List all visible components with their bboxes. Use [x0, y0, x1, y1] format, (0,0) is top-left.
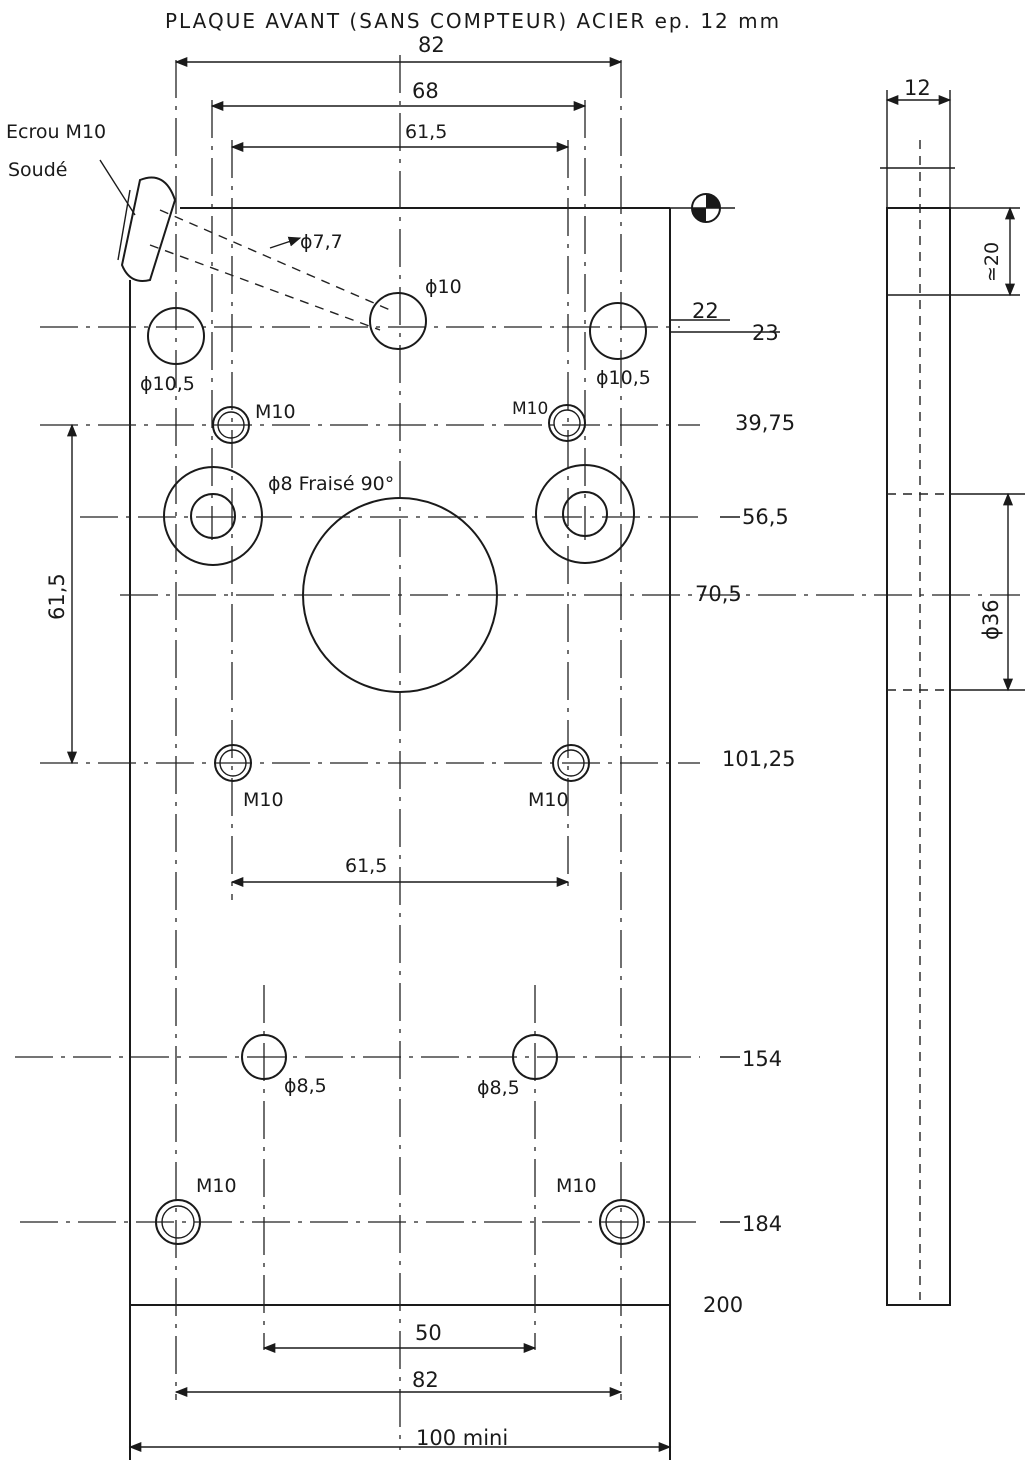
hole-phi8-csk-left-inner	[190, 493, 236, 539]
dim-left-61-5: 61,5	[45, 573, 69, 620]
dim-bot-82: 82	[412, 1368, 439, 1392]
dim-v154: 154	[742, 1047, 782, 1071]
label-phi-7-7: ϕ7,7	[300, 231, 343, 253]
dim-v56-5: 56,5	[742, 505, 789, 529]
label-phi-8-fraise: ϕ8 Fraisé 90°	[268, 473, 394, 495]
plate-outline	[129, 207, 671, 1460]
hole-phi8-csk-left-outer	[163, 466, 263, 566]
dim-bot-50: 50	[415, 1321, 442, 1345]
datum-symbol	[670, 193, 735, 223]
dim-bot-100: 100 mini	[416, 1426, 508, 1450]
holes	[147, 292, 647, 1245]
dim-v101-25: 101,25	[722, 747, 795, 771]
dim-top-82: 82	[418, 33, 445, 57]
hole-phi8-csk-right-outer	[535, 464, 635, 564]
label-nut-line2: Soudé	[8, 159, 67, 181]
hole-m10-top-left	[212, 406, 250, 444]
hole-phi36	[302, 497, 498, 693]
drawing-title: PLAQUE AVANT (SANS COMPTEUR) ACIER ep. 1…	[165, 9, 781, 33]
hole-m10-bot-right	[599, 1199, 645, 1245]
dim-v23: 23	[752, 321, 779, 345]
hole-phi8-5-right	[512, 1034, 558, 1080]
horizontal-dimensions	[128, 56, 672, 1453]
label-m10-bot-left: M10	[196, 1175, 237, 1197]
dim-v200: 200	[703, 1293, 743, 1317]
dim-top-61-5: 61,5	[405, 121, 447, 143]
hole-phi10	[369, 292, 427, 350]
dim-mid-61-5: 61,5	[345, 855, 387, 877]
hole-m10-mid-right	[552, 744, 590, 782]
side-view	[880, 90, 1025, 1306]
label-m10-mid-left: M10	[243, 789, 284, 811]
hole-m10-mid-left	[214, 744, 252, 782]
side-thickness-12: 12	[904, 76, 931, 100]
label-nut-line1: Ecrou M10	[6, 121, 106, 143]
hole-m10-top-right	[548, 404, 586, 442]
level-leaders	[670, 319, 780, 1223]
dim-v70-5: 70,5	[695, 582, 742, 606]
dim-v22: 22	[692, 299, 719, 323]
label-phi-10-5-right: ϕ10,5	[596, 367, 651, 389]
label-m10-mid-right: M10	[528, 789, 569, 811]
label-phi-10: ϕ10	[425, 276, 462, 298]
hole-phi8-5-left	[241, 1034, 287, 1080]
label-phi-8-5-right: ϕ8,5	[477, 1077, 520, 1099]
hole-phi10-5-left	[147, 307, 205, 365]
label-phi-8-5-left: ϕ8,5	[284, 1075, 327, 1097]
side-top-20: ≃20	[981, 242, 1003, 282]
dim-v184: 184	[742, 1212, 782, 1236]
side-phi-36: ϕ36	[979, 599, 1003, 640]
welded-nut	[99, 159, 391, 331]
label-m10-bot-right: M10	[556, 1175, 597, 1197]
hole-phi10-5-right	[589, 302, 647, 360]
label-m10-top-left: M10	[255, 401, 296, 423]
vertical-centerlines	[175, 55, 622, 1450]
dim-top-68: 68	[412, 79, 439, 103]
label-m10-top-right: M10	[512, 399, 548, 419]
label-phi-10-5-left: ϕ10,5	[140, 373, 195, 395]
hole-m10-bot-left	[155, 1199, 201, 1245]
dim-v39-75: 39,75	[735, 411, 795, 435]
hole-phi8-csk-right-inner	[562, 491, 608, 537]
